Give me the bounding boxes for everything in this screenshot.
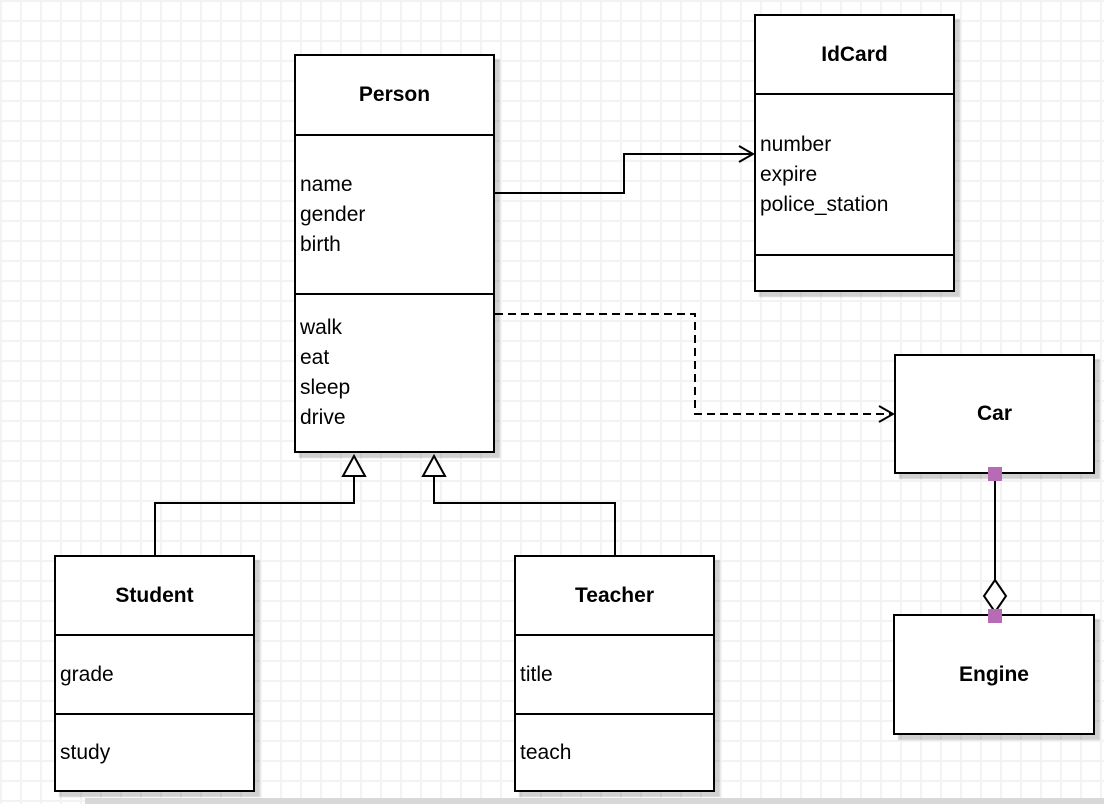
class-idcard-methods xyxy=(756,254,953,290)
edge-car-engine-aggregation[interactable] xyxy=(982,467,1008,623)
class-person-attributes: name gender birth xyxy=(296,134,493,293)
attribute: grade xyxy=(60,662,114,686)
class-teacher[interactable]: Teacher title teach xyxy=(514,555,715,792)
class-teacher-title: Teacher xyxy=(575,583,654,607)
class-engine[interactable]: Engine xyxy=(893,614,1095,735)
method: study xyxy=(60,740,111,764)
class-engine-title: Engine xyxy=(958,662,1029,686)
class-student-attributes: grade xyxy=(56,634,253,713)
class-idcard[interactable]: IdCard number expire police_station xyxy=(754,14,955,292)
attribute: gender xyxy=(300,202,366,226)
method: eat xyxy=(300,346,330,369)
class-student[interactable]: Student grade study xyxy=(54,555,255,792)
method: walk xyxy=(300,316,343,339)
class-teacher-attributes: title xyxy=(516,634,713,713)
class-person-title: Person xyxy=(358,83,431,106)
class-student-methods: study xyxy=(56,713,253,790)
class-teacher-methods: teach xyxy=(516,713,713,790)
edge-student-person-generalization[interactable] xyxy=(154,453,367,555)
method: drive xyxy=(300,406,346,429)
attribute: police_station xyxy=(760,192,889,216)
attribute: title xyxy=(520,662,553,686)
page-bottom-shadow xyxy=(85,798,1104,804)
class-person[interactable]: Person name gender birth walk eat sleep … xyxy=(294,54,495,453)
edge-person-car-dependency[interactable] xyxy=(495,313,896,423)
class-car[interactable]: Car xyxy=(894,354,1095,474)
method: teach xyxy=(520,740,572,764)
class-student-title: Student xyxy=(115,583,194,607)
class-person-methods: walk eat sleep drive xyxy=(296,293,493,451)
class-idcard-title: IdCard xyxy=(821,42,888,66)
attribute: name xyxy=(300,172,353,196)
class-idcard-attributes: number expire police_station xyxy=(756,93,953,254)
edge-person-idcard-association[interactable] xyxy=(495,145,756,194)
attribute: number xyxy=(760,132,832,156)
edge-teacher-person-generalization[interactable] xyxy=(421,453,616,555)
class-car-title: Car xyxy=(976,402,1013,425)
attribute: expire xyxy=(760,162,818,186)
method: sleep xyxy=(300,376,351,399)
hollow-diamond-icon xyxy=(982,578,1008,614)
attribute: birth xyxy=(300,232,341,256)
